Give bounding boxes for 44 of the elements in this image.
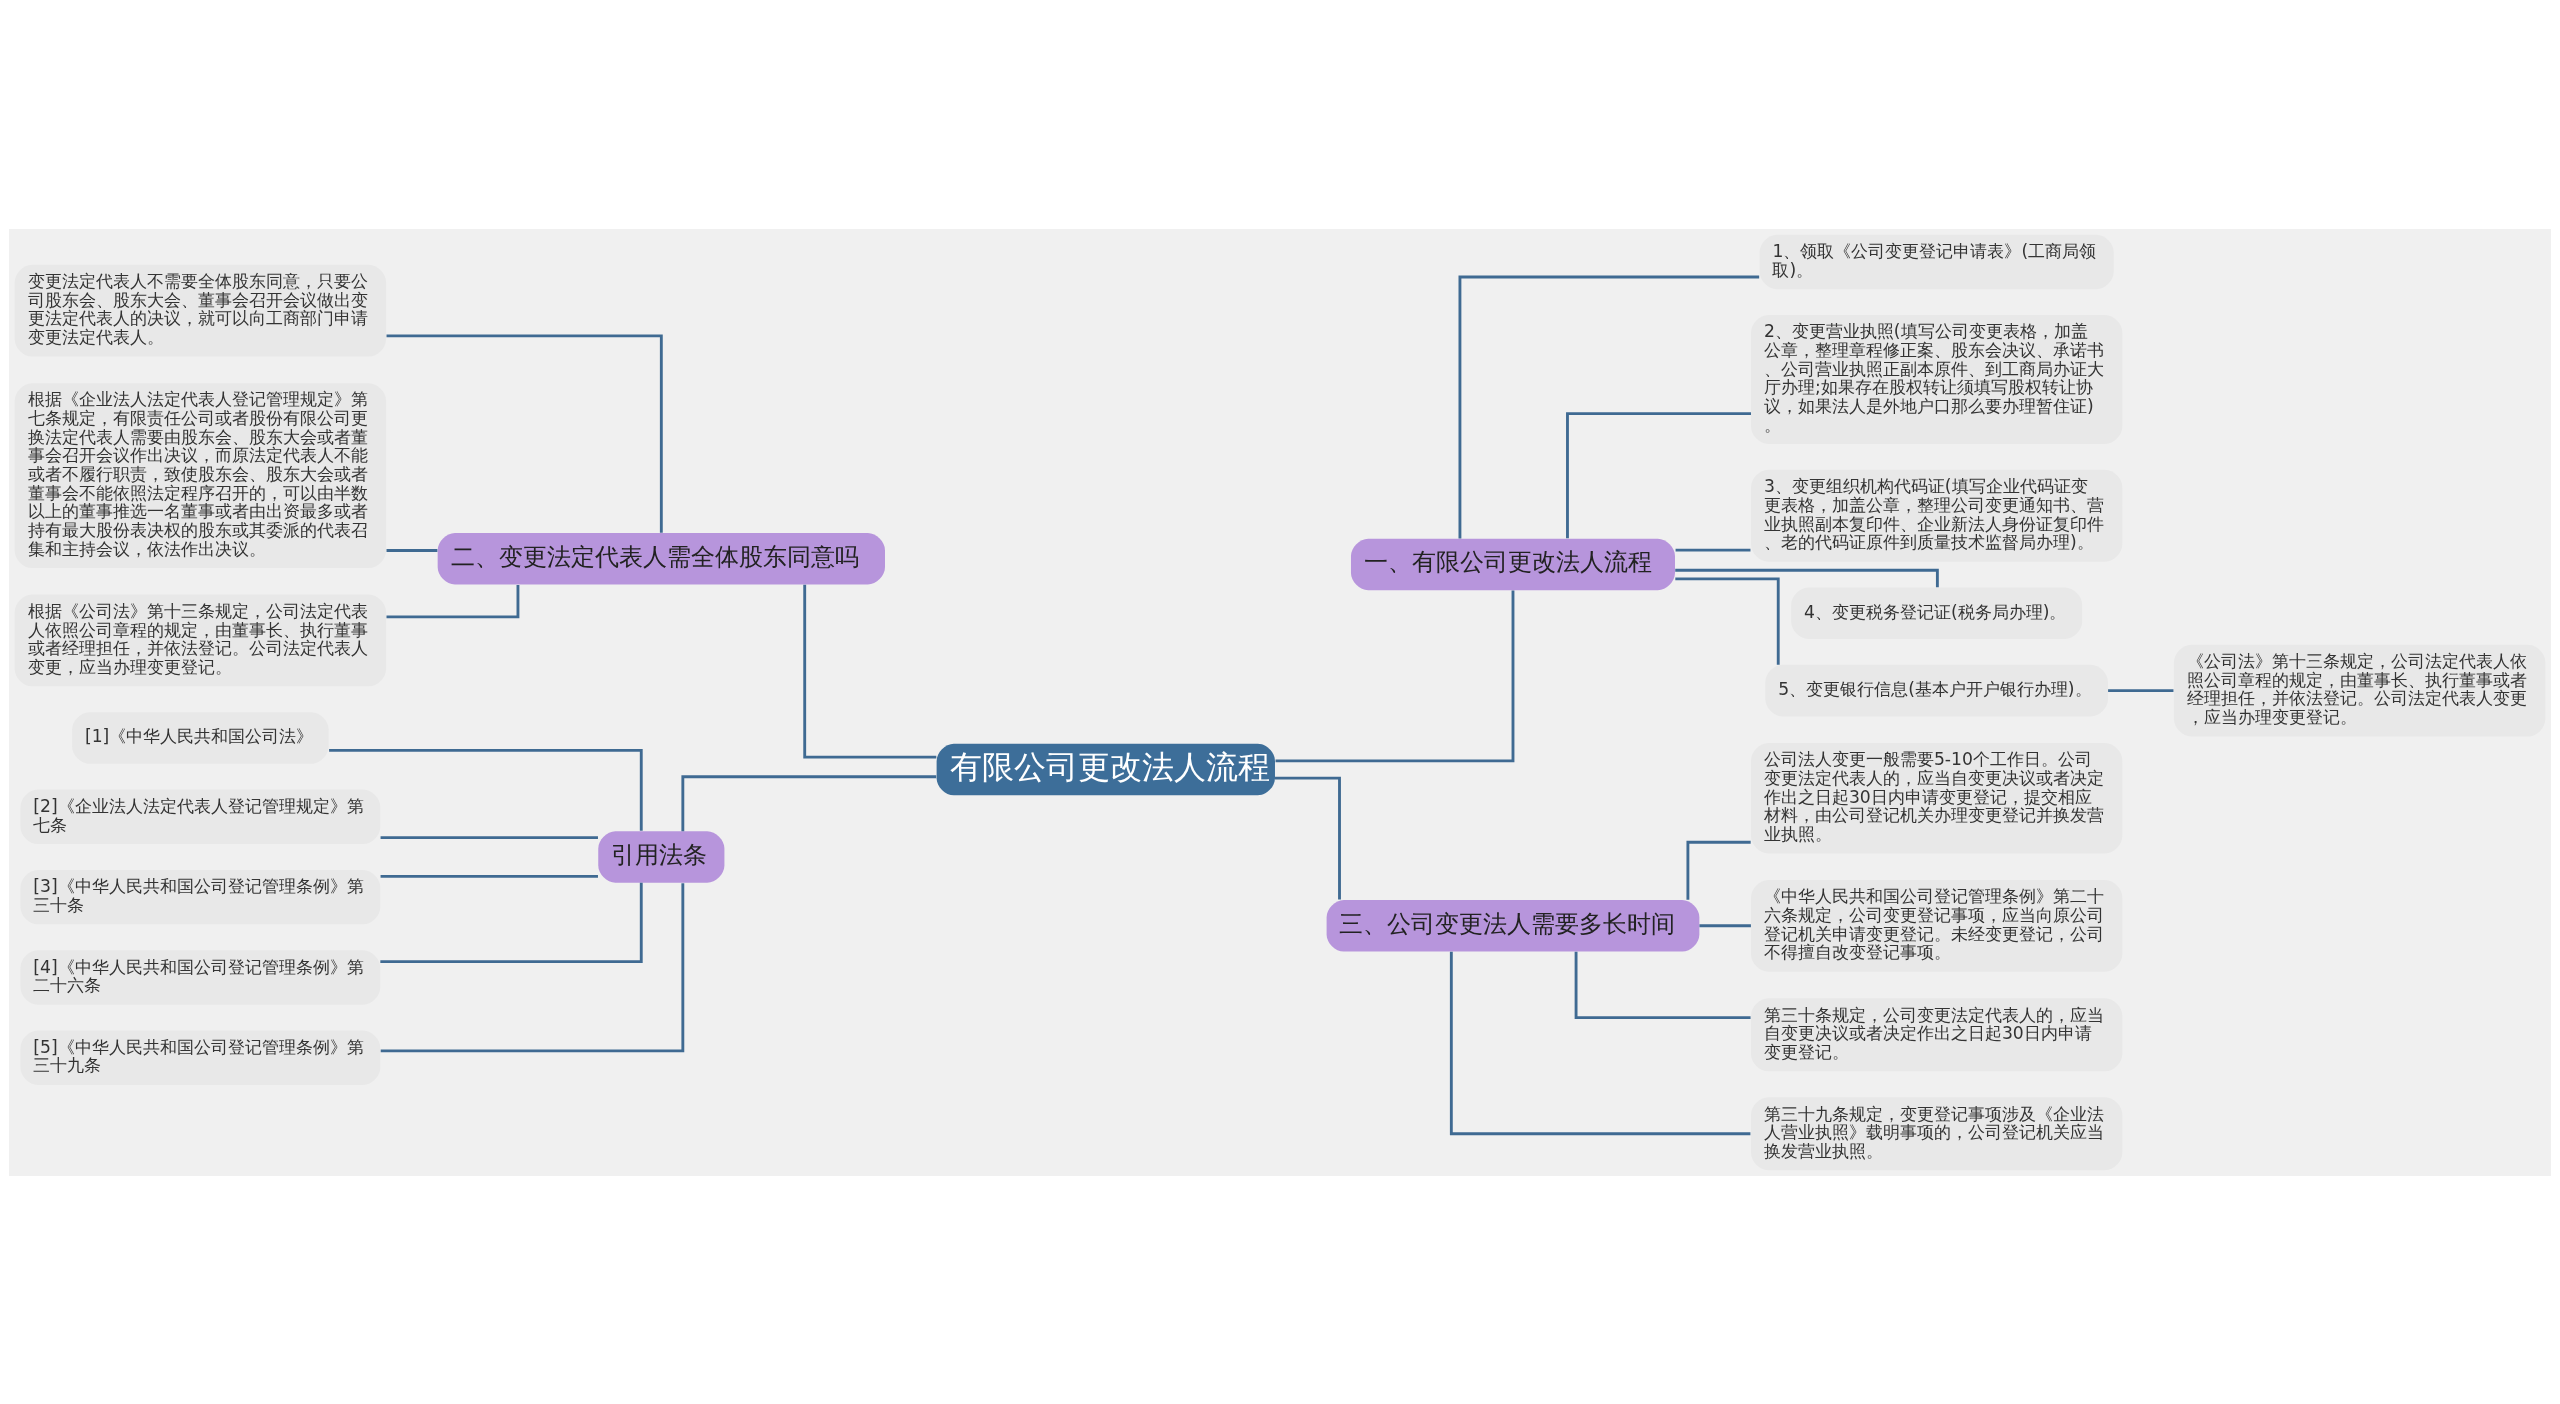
connector [380,882,685,1052]
connector [380,835,598,839]
connector [1449,951,1751,1135]
connector [1275,776,1341,899]
node-box: [1]《中华人民共和国公司法》 [72,711,329,764]
node-box: [5]《中华人民共和国公司登记管理条例》第三十九条 [20,1029,381,1085]
connector [1675,576,1780,665]
node-box: 根据《公司法》第十三条规定，公司法定代表人依照公司章程的规定，由董事长、执行董事或者经理担任，并依法登记。公司法定代表人变更，应当办理变更登记。 [14,594,387,686]
connector [380,882,643,963]
connector [386,333,663,533]
connector [1574,951,1751,1019]
node-box: 第三十条规定，公司变更法定代表人的，应当自变更决议或者决定作出之日起30日内申请变更登记。 [1751,997,2123,1071]
connector [2108,688,2174,692]
connector [1566,411,1751,538]
node-box: 3、变更组织机构代码证(填写企业代码证变更表格，加盖公章，整理公司变更通知书、营业执照副本复印件、企业新法人身份证复印件、老的代码证原件到质量技术监督局办理)。 [1751,469,2123,562]
node-box: 公司法人变更一般需要5-10个工作日。公司变更法定代表人的，应当自变更决议或者决定作出之日起30日内申请变更登记，提交相应材料，由公司登记机关办理变更登记并换发营业执照。 [1751,742,2123,853]
node-box: 根据《企业法人法定代表人登记管理规定》第七条规定，有限责任公司或者股份有限公司更换法定代表人需要由股东会、股东大会或者董事会召开会议作出决议，而原法定代表人不能或者不履行职责，致使股东会、股东大会或者董事会不能依照法定程序召开的，可以由半数以上的董事推选一名董事或者由出资最多或者持有最大股份表决权的股东或其委派的代表召集和主持会议，依法作出决议。 [14,382,387,568]
node-box: 变更法定代表人不需要全体股东同意，只要公司股东会、股东大会、董事会召开会议做出变更法定代表人的决议，就可以向工商部门申请变更法定代表人。 [14,264,387,357]
node-box: 三、公司变更法人需要多长时间 [1326,899,1700,952]
connector [1675,548,1751,552]
node-box: 1、领取《公司变更登记申请表》(工商局领取)。 [1759,234,2114,289]
connector [1699,923,1751,927]
node-box: 5、变更银行信息(基本户开户银行办理)。 [1765,664,2108,716]
node-box: 《公司法》第十三条规定，公司法定代表人依照公司章程的规定，由董事长、执行董事或者经理担任，并依法登记。公司法定代表人变更，应当办理变更登记。 [2173,644,2546,737]
node-box: [3]《中华人民共和国公司登记管理条例》第三十条 [20,869,381,924]
node-box: 2、变更营业执照(填写公司变更表格，加盖公章，整理章程修正案、股东会决议、承诺书、公司营业执照正副本原件、到工商局办证大厅办理;如果存在股权转让须填写股权转让协议，如果法人是外地户口那么要办理暂住证)。 [1751,314,2123,444]
connector [1275,590,1515,762]
connector [803,584,937,759]
node-box: 《中华人民共和国公司登记管理条例》第二十六条规定，公司变更登记事项，应当向原公司登记机关申请变更登记。未经变更登记，公司不得擅自改变登记事项。 [1751,879,2123,972]
connector [681,774,937,831]
node-box: 4、变更税务登记证(税务局办理)。 [1791,586,2083,639]
node-box: 二、变更法定代表人需全体股东同意吗 [437,532,885,585]
connector [380,874,598,878]
connector [1686,840,1751,900]
node-box: 一、有限公司更改法人流程 [1350,538,1675,590]
node-box: 有限公司更改法人流程 [936,743,1275,795]
node-box: 第三十九条规定，变更登记事项涉及《企业法人营业执照》载明事项的，公司登记机关应当换发营业执照。 [1751,1096,2123,1170]
connector [329,748,643,831]
node-box: 引用法条 [598,830,725,883]
connector [1675,568,1939,587]
node-box: [4]《中华人民共和国公司登记管理条例》第二十六条 [20,949,381,1005]
connector [386,548,438,552]
node-box: [2]《企业法人法定代表人登记管理规定》第七条 [20,789,381,844]
connector [1458,275,1760,538]
